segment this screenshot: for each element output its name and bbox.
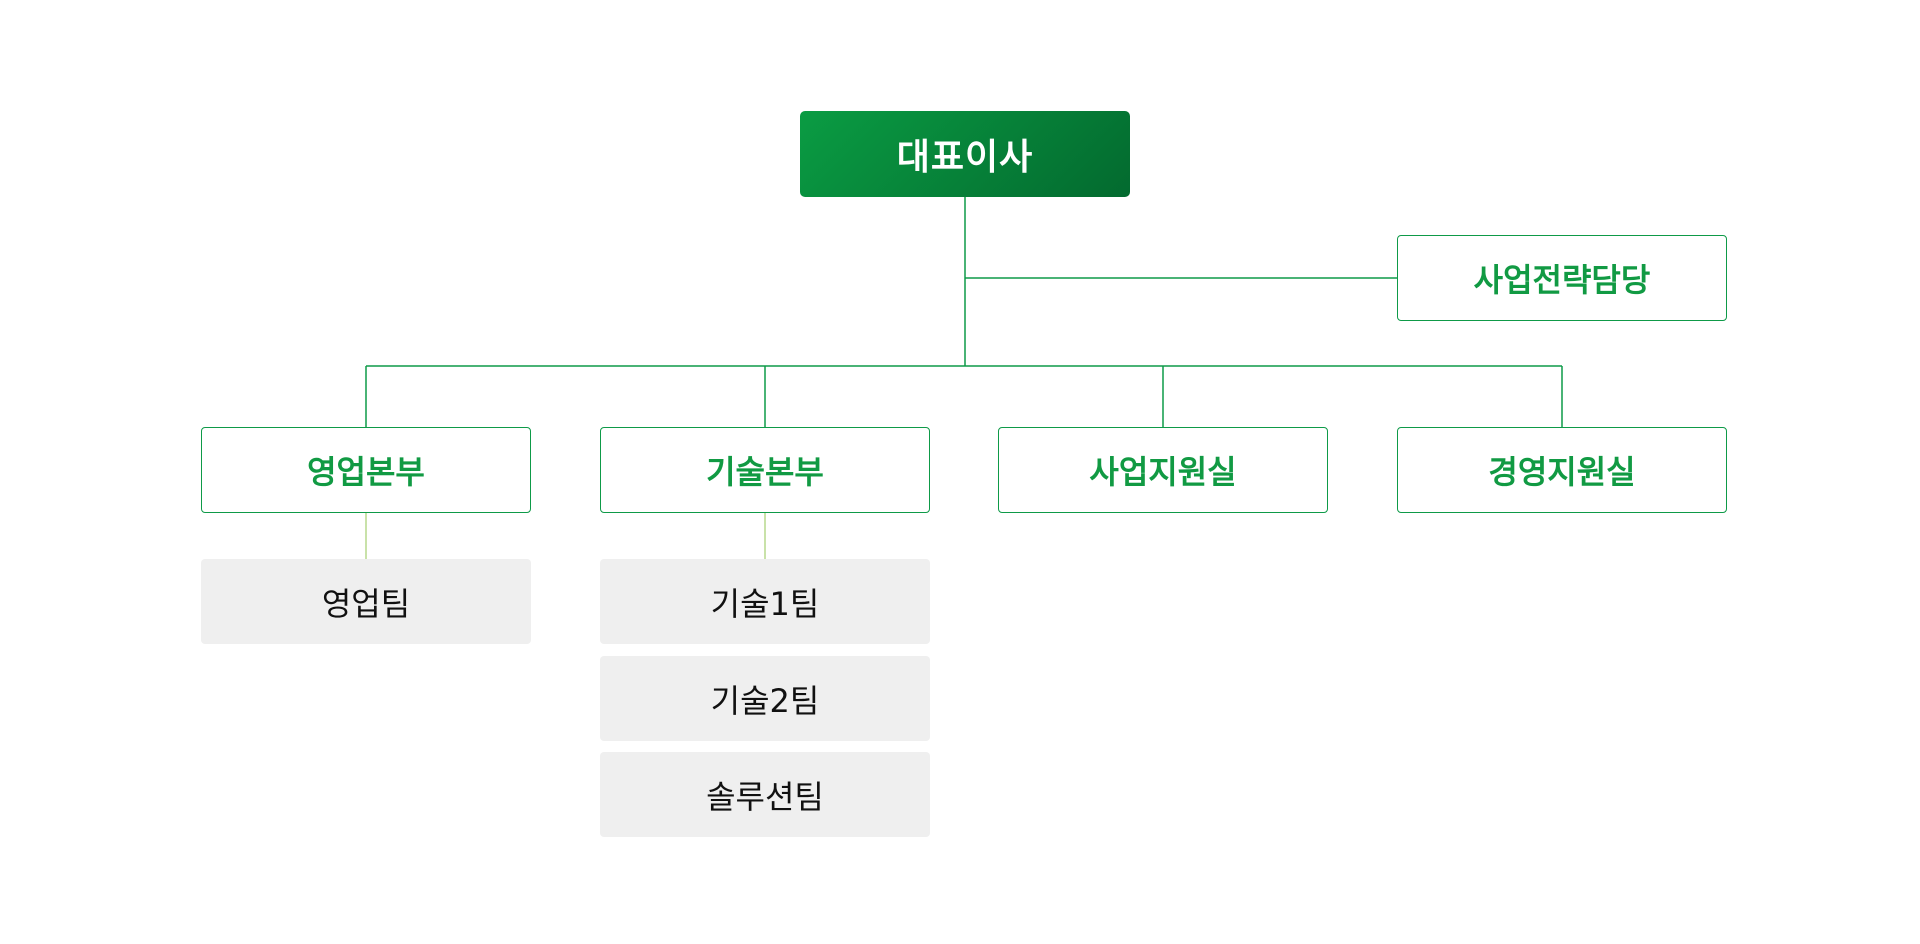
team-solution-label: 솔루션팀	[706, 777, 824, 816]
team-tech-1-node[interactable]: 기술1팀	[600, 559, 930, 644]
department-sales-label: 영업본부	[307, 453, 425, 491]
department-business-support-node[interactable]: 사업지원실	[998, 427, 1328, 513]
department-management-support-node[interactable]: 경영지원실	[1397, 427, 1727, 513]
team-tech-1-label: 기술1팀	[710, 584, 820, 623]
department-business-support-label: 사업지원실	[1089, 453, 1237, 491]
team-solution-node[interactable]: 솔루션팀	[600, 752, 930, 837]
department-sales-node[interactable]: 영업본부	[201, 427, 531, 513]
team-tech-2-label: 기술2팀	[710, 681, 820, 720]
team-sales-node[interactable]: 영업팀	[201, 559, 531, 644]
ceo-node[interactable]: 대표이사	[800, 111, 1130, 197]
team-sales-label: 영업팀	[321, 584, 411, 623]
department-tech-label: 기술본부	[706, 453, 824, 491]
team-tech-2-node[interactable]: 기술2팀	[600, 656, 930, 741]
department-tech-node[interactable]: 기술본부	[600, 427, 930, 513]
strategy-node[interactable]: 사업전략담당	[1397, 235, 1727, 321]
ceo-label: 대표이사	[896, 137, 1034, 178]
strategy-label: 사업전략담당	[1473, 261, 1651, 299]
department-management-support-label: 경영지원실	[1488, 453, 1636, 491]
